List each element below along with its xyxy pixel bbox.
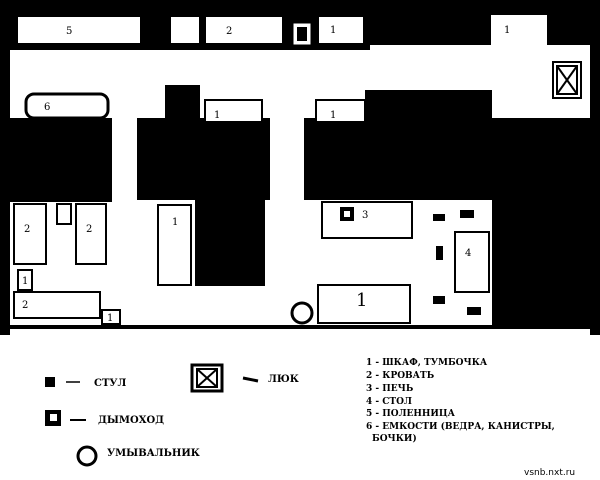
label-cabinet-bottom: 1: [107, 313, 113, 324]
label-cabinet-top-b: 1: [504, 25, 510, 36]
label-cabinet-room: 1: [172, 217, 178, 228]
bed-2-left-b: [75, 203, 107, 265]
label-bed-left-a: 2: [24, 224, 30, 235]
label-stove: 3: [362, 210, 368, 221]
key-5: 5 - ПОЛЕННИЦА: [366, 409, 456, 419]
cabinet-1-top-right: [489, 13, 549, 47]
washbasin-legend-icon: [76, 445, 98, 467]
washbasin-icon: [290, 301, 314, 325]
containers-6: [24, 92, 110, 120]
top-slash-mark: [144, 21, 154, 39]
cabinet-1-room: [157, 204, 192, 286]
small-cabinet: [56, 203, 72, 225]
label-cabinet-big: 1: [356, 290, 367, 311]
label-cabinet-small: 1: [22, 276, 28, 287]
cabinet-1-big: [317, 284, 411, 324]
cabinet-1-mid-a: [204, 99, 263, 123]
table-4: [454, 231, 490, 293]
legend-washbasin: УМЫВАЛЬНИК: [107, 448, 200, 459]
cabinet-1-top: [317, 15, 365, 45]
label-cabinet-mid-a: 1: [214, 110, 220, 121]
bed-2-top: [204, 15, 284, 45]
label-cabinet-top-a: 1: [330, 25, 336, 36]
label-table: 4: [465, 248, 471, 259]
watermark: vsnb.nxt.ru: [524, 468, 575, 478]
label-bed-top: 2: [226, 26, 232, 37]
legend-chair: СТУЛ: [94, 378, 127, 389]
stove-3: [321, 201, 413, 239]
cabinet-1-mid-b: [315, 99, 366, 123]
key-6-cont: БОЧКИ): [372, 433, 417, 444]
legend: СТУЛ ЛЮК ДЫМОХОД УМЫВАЛЬНИК 1 - ШКАФ, ТУ…: [45, 358, 555, 467]
legend-hatch: ЛЮК: [268, 374, 299, 385]
top-gap-box: [169, 15, 201, 45]
key-1: 1 - ШКАФ, ТУМБОЧКА: [366, 358, 488, 368]
chair-icons: [433, 210, 481, 315]
key-2: 2 - КРОВАТЬ: [366, 371, 434, 381]
label-containers: 6: [44, 102, 50, 113]
cabinet-1-small: [17, 269, 33, 291]
legend-chimney: ДЫМОХОД: [98, 415, 164, 426]
chair-legend-icon: [45, 377, 55, 387]
bed-2-bottom: [13, 291, 101, 319]
bed-2-left-a: [13, 203, 47, 265]
label-woodpile: 5: [66, 26, 72, 37]
label-cabinet-mid-b: 1: [330, 110, 336, 121]
woodpile-5: [16, 15, 142, 45]
key-6: 6 - ЕМКОСТИ (ВЕДРА, КАНИСТРЫ,: [366, 421, 555, 432]
key-4: 4 - СТОЛ: [366, 397, 412, 407]
label-bed-bottom: 2: [22, 300, 28, 311]
label-bed-left-b: 2: [86, 224, 92, 235]
key-3: 3 - ПЕЧЬ: [366, 384, 413, 394]
cabinet-1-bottom: [101, 309, 121, 325]
